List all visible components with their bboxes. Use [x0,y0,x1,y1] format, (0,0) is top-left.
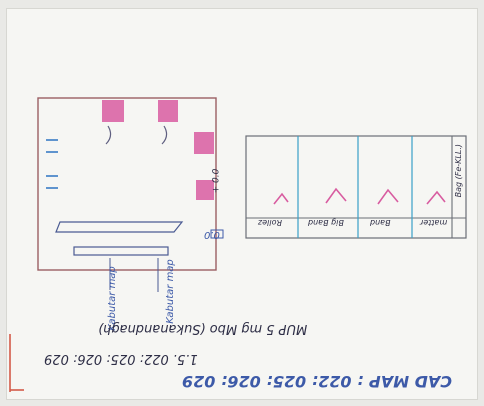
main-title: CAD MAP : 022: 025: 026: 029 [182,372,453,391]
pink-square-1 [102,100,124,122]
right-note: Bag (Fe-KLL.) [454,144,463,198]
pink-square-2 [158,100,178,122]
sketch-drawing [9,97,467,392]
pink-square-3 [194,132,214,154]
table-header-4: matter [420,218,448,227]
left-label-2: Kabutar map [164,259,176,324]
table-header-1: Rollez [258,218,283,227]
legend-marker-text: 0.0 [204,229,220,240]
paper-sheet: + 0.0 0.0 Kabutar map Kabutar map Rollez… [6,8,478,400]
floor-plan-box [37,97,217,271]
pink-square-4 [196,180,214,200]
sketch-label: + 0.0 [211,168,222,194]
table-header-2: Big Band [308,218,344,227]
table-header-3: Band [370,218,391,227]
units-text: 1.5. 022: 025: 026: 029 [44,351,198,366]
notes-text: MUP 5 mg Mbo (Sukanandnagh) [98,321,308,336]
